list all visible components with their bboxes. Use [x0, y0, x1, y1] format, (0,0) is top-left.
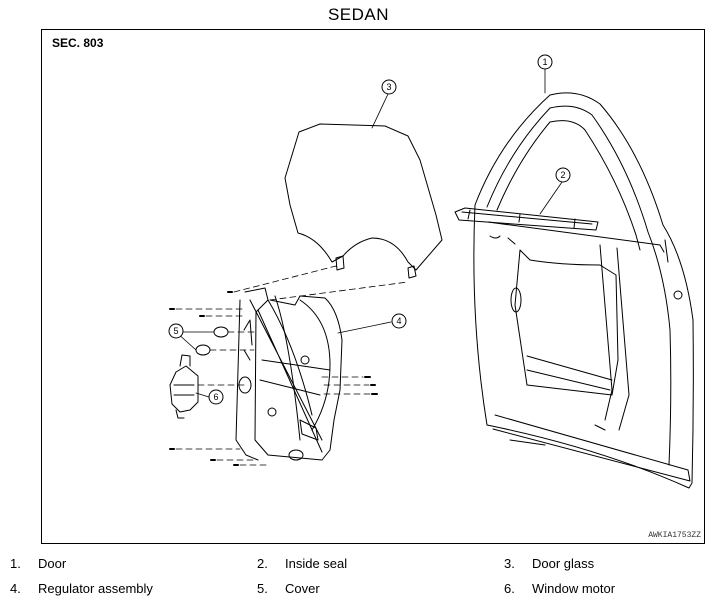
- legend-label: Regulator assembly: [38, 581, 153, 596]
- legend-label: Cover: [285, 581, 320, 596]
- callout-3: 3: [381, 79, 397, 95]
- inside-seal: [454, 207, 599, 231]
- legend-label: Inside seal: [285, 556, 348, 571]
- callout-2: 2: [555, 167, 571, 183]
- callout-1: 1: [537, 54, 553, 70]
- covers: [195, 326, 229, 356]
- callout-leaders: [175, 67, 563, 398]
- door: [473, 92, 694, 489]
- callout-markers: 1 2 3 4 5 6: [168, 54, 571, 405]
- svg-text:5: 5: [173, 326, 178, 336]
- figure-code: AWKIA1753ZZ: [648, 531, 701, 540]
- legend-number: 5.: [257, 581, 268, 596]
- bolts: [169, 291, 378, 466]
- diagram-frame: [41, 29, 705, 544]
- legend-label: Door glass: [532, 556, 595, 571]
- svg-text:3: 3: [386, 82, 391, 92]
- svg-text:4: 4: [396, 316, 401, 326]
- legend-number: 6.: [504, 581, 515, 596]
- section-label: SEC. 803: [52, 36, 104, 50]
- window-motor: [169, 354, 199, 419]
- legend-label: Window motor: [532, 581, 616, 596]
- legend-number: 4.: [10, 581, 21, 596]
- svg-text:2: 2: [560, 170, 565, 180]
- svg-text:6: 6: [213, 392, 218, 402]
- regulator-assembly: [235, 287, 343, 461]
- door-glass: [284, 123, 443, 279]
- callout-5: 5: [168, 323, 184, 339]
- callout-6: 6: [208, 389, 224, 405]
- diagram-title: SEDAN: [327, 5, 390, 24]
- callout-4: 4: [391, 313, 407, 329]
- legend-number: 1.: [10, 556, 21, 571]
- legend-label: Door: [38, 556, 67, 571]
- alignment-lines: [175, 265, 409, 466]
- svg-text:1: 1: [542, 57, 547, 67]
- legend-number: 3.: [504, 556, 515, 571]
- legend-number: 2.: [257, 556, 268, 571]
